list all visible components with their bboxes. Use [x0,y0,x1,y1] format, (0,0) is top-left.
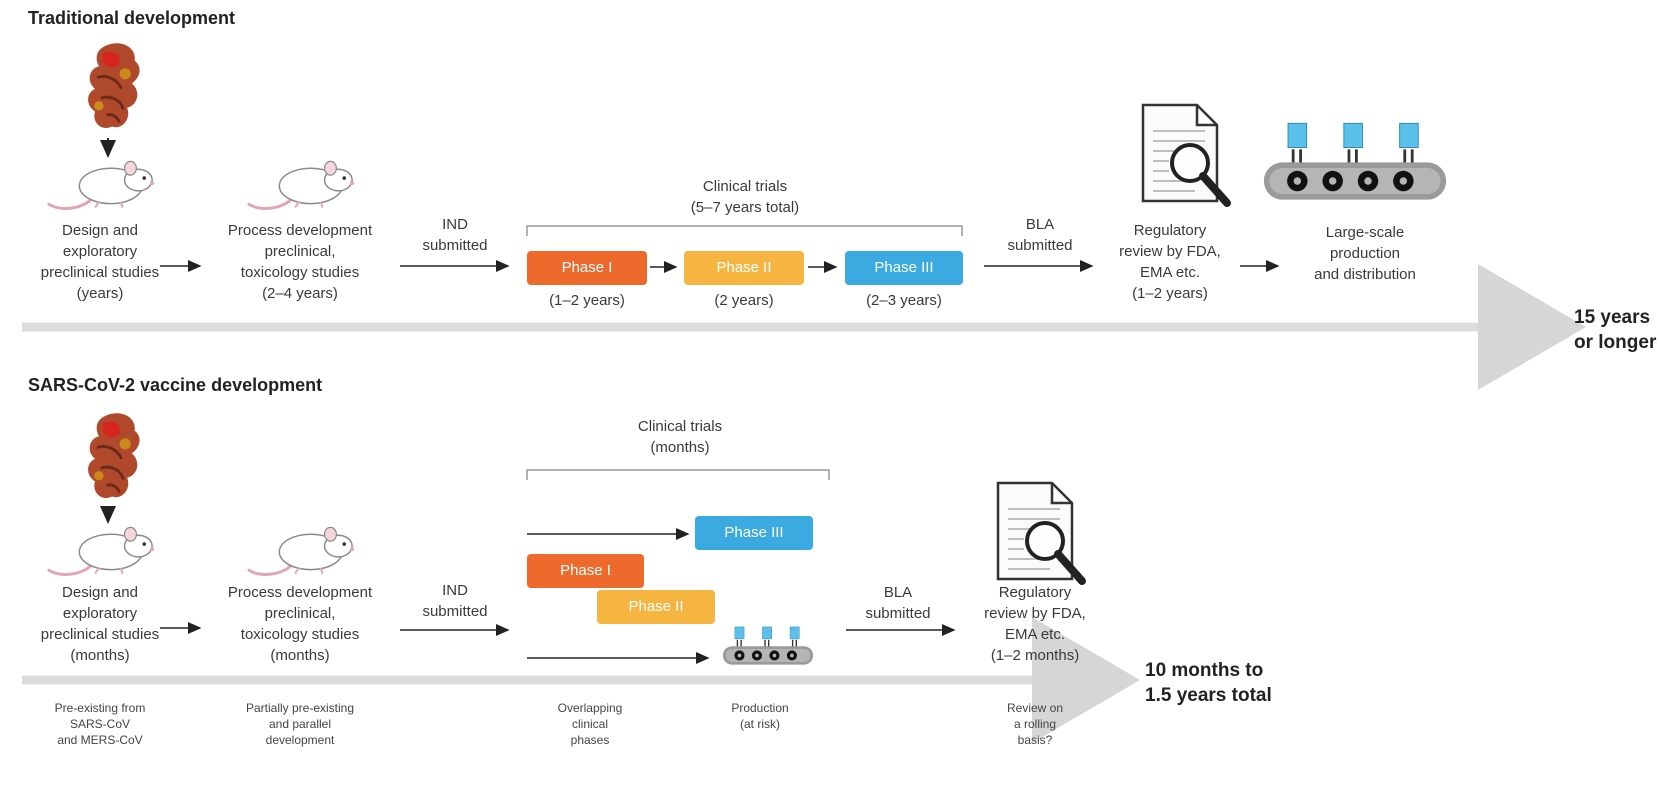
note-production-at-risk: Production (at risk) [731,701,789,731]
note-pre-existing: Pre-existing from SARS-CoV and MERS-CoV [54,701,146,747]
phase-3-duration: (2–3 years) [866,292,942,309]
review-label: Regulatory review by FDA, EMA etc. (1–2 … [984,584,1086,664]
note-partially-pre-existing: Partially pre-existing and parallel deve… [245,701,355,747]
phase-2-box: Phase II [684,251,804,285]
document-magnifier-icon [1143,105,1227,203]
mouse-icon [46,159,156,210]
clinical-trials-title: Clinical trials (months) [637,418,723,456]
note-overlapping-phases: Overlapping clinical phases [557,701,623,747]
design-label: Design and exploratory preclinical studi… [40,222,160,302]
document-magnifier-icon [998,483,1082,581]
mouse-icon [246,159,356,210]
phase-2-box: Phase II [597,590,715,624]
phase-1-box: Phase I [527,251,647,285]
production-line-icon [722,626,814,665]
sars-section-title: SARS-CoV-2 vaccine development [28,375,323,395]
phase-1-box: Phase I [527,554,644,588]
review-label: Regulatory review by FDA, EMA etc. (1–2 … [1119,222,1221,302]
ind-label: IND submitted [422,216,488,254]
production-line-icon [1263,122,1447,201]
phase-2-duration: (2 years) [714,292,774,309]
phase-3-box: Phase III [695,516,813,550]
process-label: Process development preclinical, toxicol… [227,584,373,664]
phase-1-duration: (1–2 years) [549,292,625,309]
protein-icon [86,411,142,500]
sars-total: 10 months to 1.5 years total [1145,660,1272,706]
bla-label: BLA submitted [865,584,931,622]
design-label: Design and exploratory preclinical studi… [40,584,160,664]
protein-icon [86,41,142,130]
note-rolling-review: Review on a rolling basis? [1006,701,1064,747]
phase-3-box: Phase III [845,251,963,285]
process-label: Process development preclinical, toxicol… [227,222,373,302]
bla-label: BLA submitted [1007,216,1073,254]
mouse-icon [46,525,156,576]
clinical-trials-title: Clinical trials (5–7 years total) [690,178,800,216]
traditional-section-title: Traditional development [28,8,236,28]
ind-label: IND submitted [422,582,488,620]
traditional-total: 15 years or longer [1574,307,1657,353]
production-label: Large-scale production and distribution [1314,224,1416,283]
mouse-icon [246,525,356,576]
